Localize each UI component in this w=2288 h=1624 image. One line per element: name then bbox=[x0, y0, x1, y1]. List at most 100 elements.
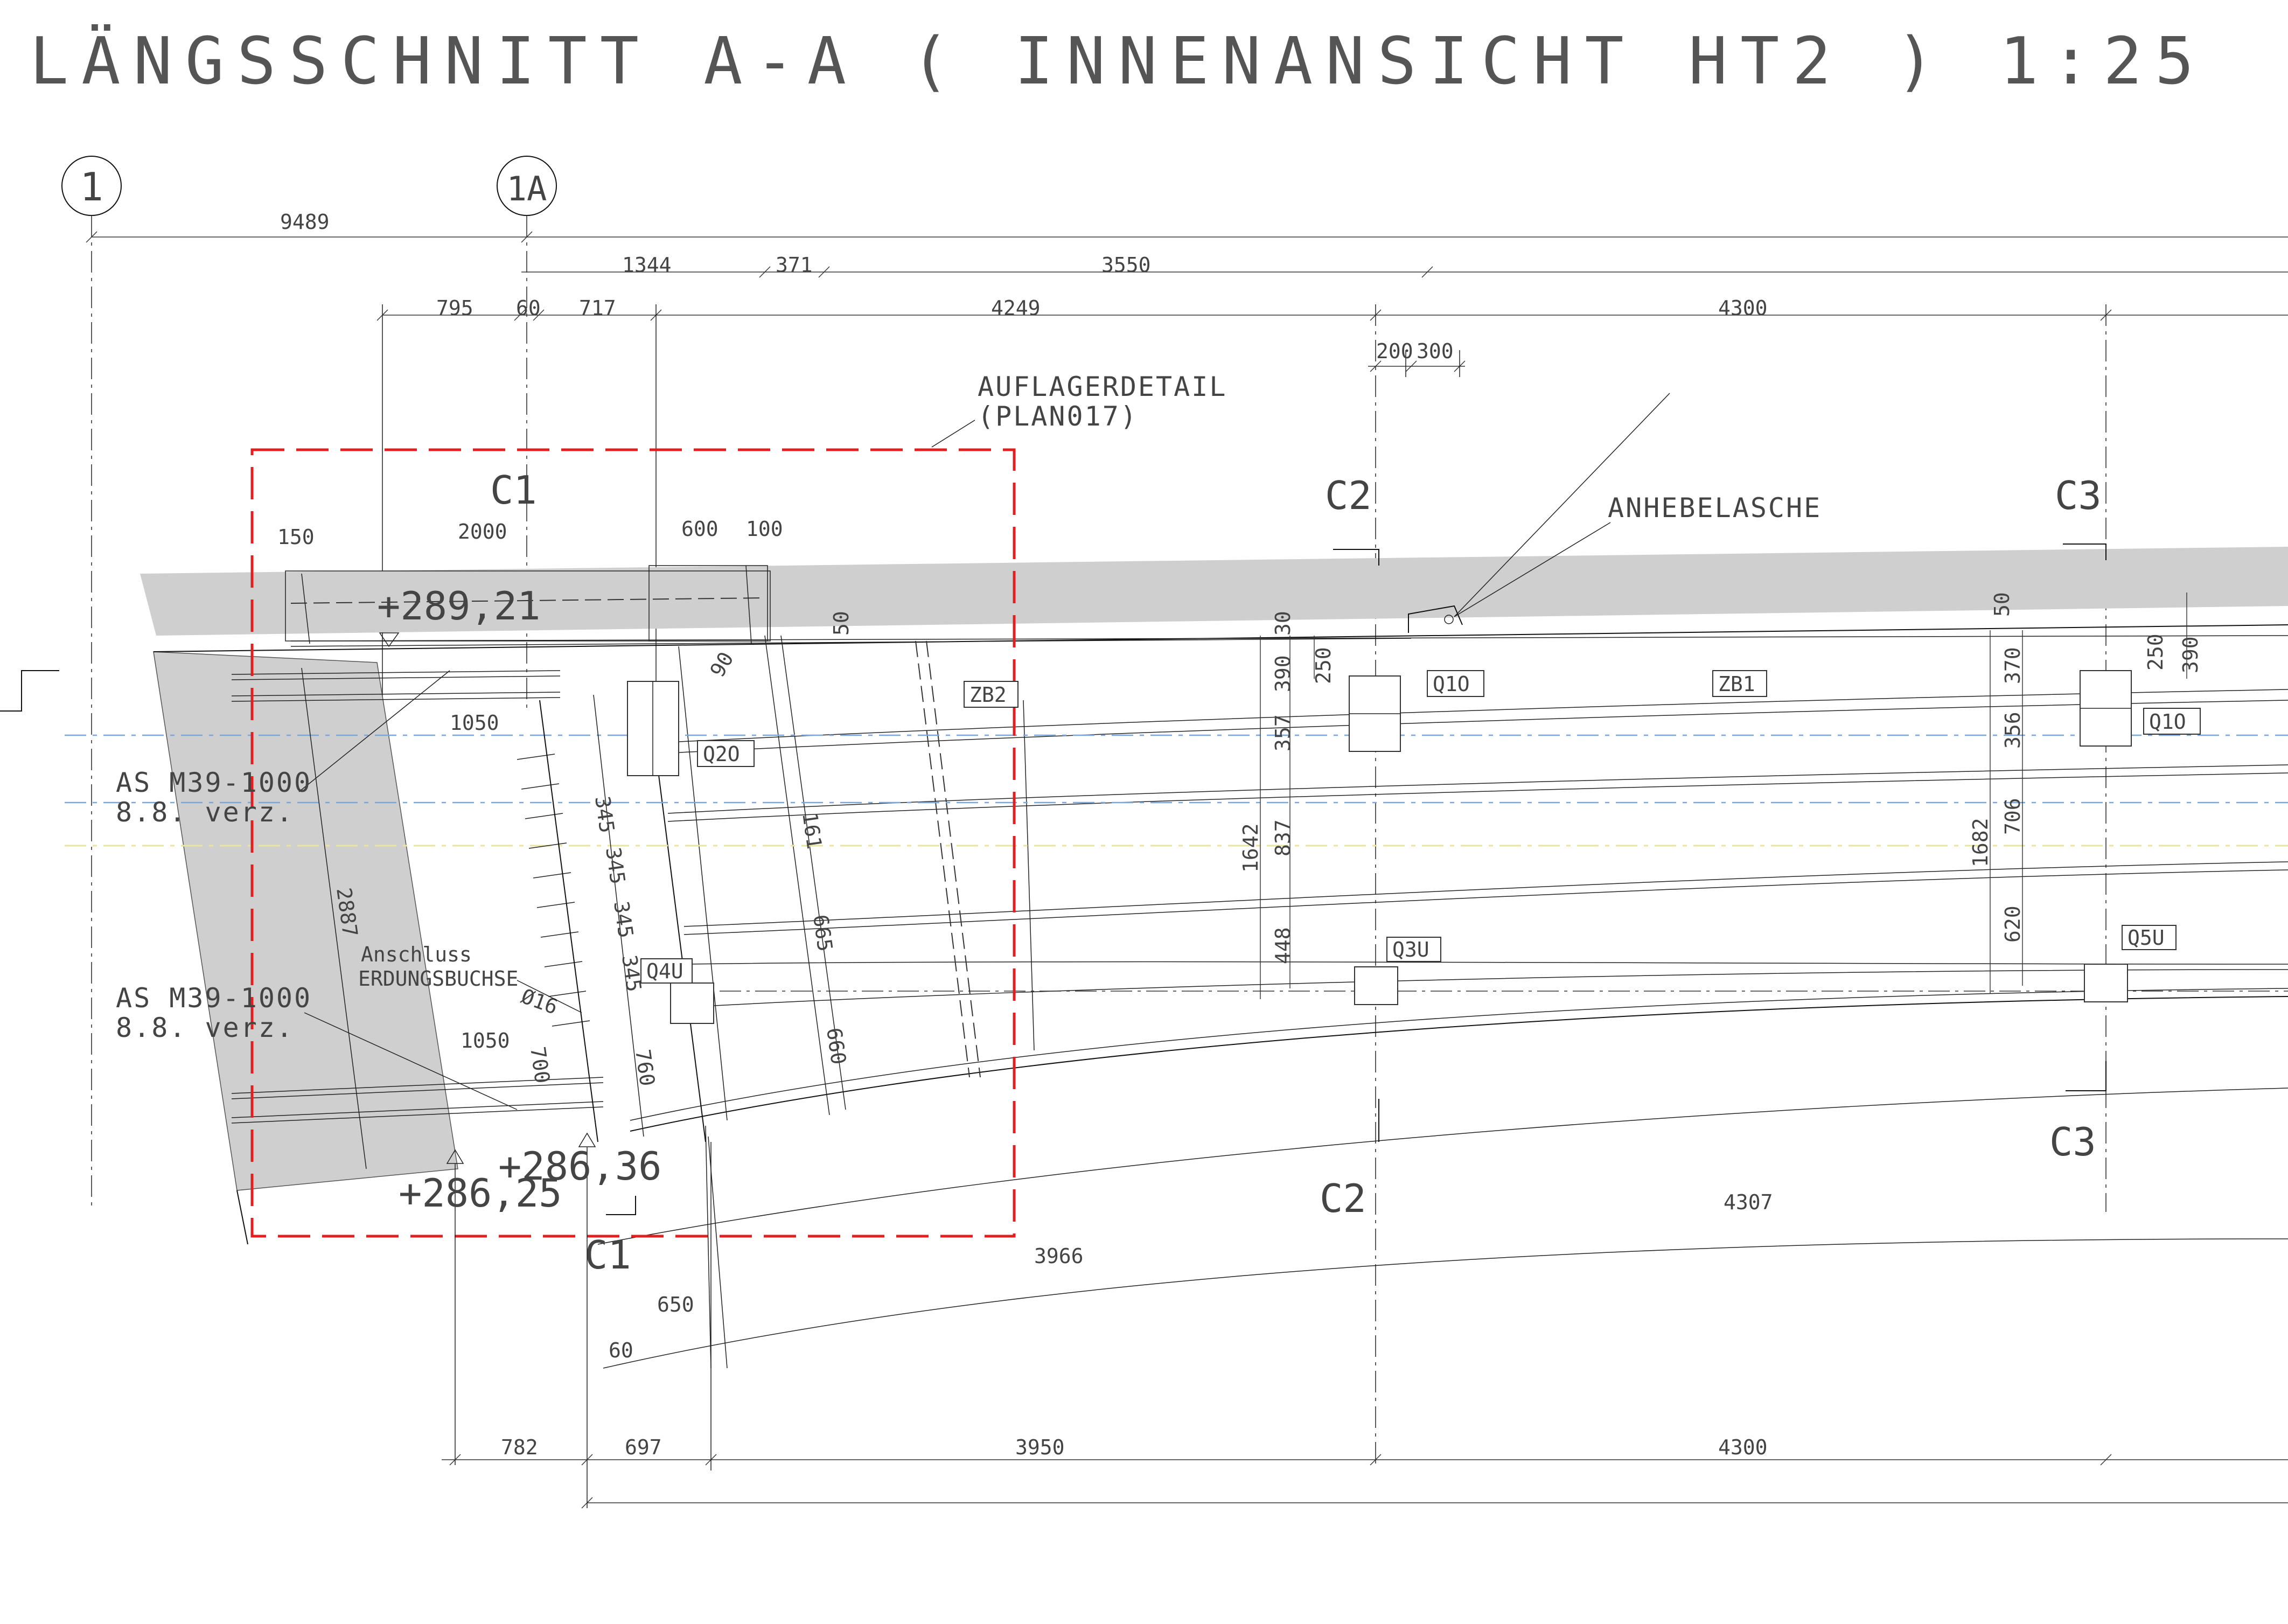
dim-4300-top: 4300 bbox=[1718, 296, 1768, 320]
grounding-label-line1: Anschluss bbox=[361, 943, 472, 966]
bearing-plate bbox=[285, 565, 771, 647]
svg-text:C2: C2 bbox=[1320, 1176, 1366, 1221]
dim-660: 660 bbox=[822, 1026, 850, 1066]
splice-plate-q4u bbox=[670, 982, 714, 1024]
plate-tag-q3u: Q3U bbox=[1386, 937, 1441, 962]
svg-text:Q1O: Q1O bbox=[1433, 672, 1470, 696]
dim-c2-357: 357 bbox=[1271, 714, 1295, 751]
anchor-rods bbox=[231, 667, 604, 1169]
dim-c2-30: 30 bbox=[1271, 611, 1295, 636]
dim-50-bearing: 50 bbox=[829, 611, 853, 636]
anchor-label-b-line1: AS M39-1000 bbox=[116, 982, 312, 1014]
dim-90: 90 bbox=[706, 648, 738, 681]
plate-tag-q4u: Q4U bbox=[640, 958, 693, 984]
elevation-top: +289,21 bbox=[377, 583, 540, 629]
dim-c3-620: 620 bbox=[2001, 905, 2025, 943]
svg-text:C1: C1 bbox=[490, 468, 537, 513]
plate-tag-zb1: ZB1 bbox=[1712, 670, 1767, 697]
dim-600: 600 bbox=[681, 517, 719, 541]
lifting-lug bbox=[1408, 605, 1463, 633]
dim-c3-1682: 1682 bbox=[1969, 818, 1992, 867]
plate-tag-q1o-c3: Q1O bbox=[2143, 708, 2201, 735]
svg-text:Q2O: Q2O bbox=[703, 742, 740, 766]
svg-text:Q3U: Q3U bbox=[1392, 938, 1429, 961]
abutment-wall bbox=[153, 651, 458, 1191]
dim-3966: 3966 bbox=[1034, 1244, 1084, 1268]
dim-d16: Ø16 bbox=[518, 984, 561, 1019]
dim-371: 371 bbox=[776, 253, 813, 277]
dim-c2-1642: 1642 bbox=[1239, 823, 1262, 873]
dim-1344: 1344 bbox=[622, 253, 672, 277]
plate-tag-q1o-c2: Q1O bbox=[1427, 670, 1484, 697]
grounding-label-line2: ERDUNGSBUCHSE bbox=[358, 967, 518, 991]
dim-300: 300 bbox=[1417, 339, 1454, 363]
dim-1050-bottom: 1050 bbox=[461, 1029, 510, 1053]
dim-c3-250: 250 bbox=[2144, 633, 2167, 671]
anchor-label-b-line2: 8.8. verz. bbox=[116, 1012, 294, 1043]
dim-3950: 3950 bbox=[1015, 1435, 1065, 1459]
section-mark-c1-bottom: C1 bbox=[584, 1196, 636, 1278]
drawing-title: LÄNGSSCHNITT A-A ( INNENANSICHT HT2 ) 1:… bbox=[30, 24, 2207, 99]
section-mark-c1-top: C1 bbox=[490, 468, 537, 513]
dim-c3-706: 706 bbox=[2001, 798, 2025, 835]
svg-text:Q1O: Q1O bbox=[2149, 710, 2186, 734]
dim-c3-50: 50 bbox=[1990, 592, 2014, 617]
splice-plate-q3u-c2 bbox=[1354, 966, 1398, 1005]
splice-plate-q1o-c3 bbox=[2080, 670, 2132, 747]
plate-tag-zb2: ZB2 bbox=[964, 681, 1019, 708]
dim-795: 795 bbox=[436, 296, 473, 320]
girder-outline bbox=[153, 624, 2288, 1369]
elevation-bottom-b: +286,25 bbox=[399, 1170, 562, 1216]
dim-4300-bottom: 4300 bbox=[1718, 1435, 1768, 1459]
web-dim-chain-c3 bbox=[1990, 593, 2187, 994]
svg-text:1: 1 bbox=[80, 164, 103, 210]
plate-tag-q2o: Q2O bbox=[697, 740, 755, 767]
dim-c3-390: 390 bbox=[2179, 636, 2202, 673]
svg-text:1A: 1A bbox=[507, 169, 547, 208]
dim-782: 782 bbox=[501, 1435, 538, 1459]
splice-plate-q1o-c2 bbox=[1349, 675, 1401, 752]
dim-665: 665 bbox=[808, 913, 837, 953]
dim-9489: 9489 bbox=[280, 210, 330, 234]
shear-studs bbox=[517, 694, 644, 1142]
dim-1050-top: 1050 bbox=[450, 711, 499, 735]
dim-345-1: 345 bbox=[590, 794, 619, 834]
svg-text:ZB1: ZB1 bbox=[1718, 672, 1755, 696]
svg-text:C2: C2 bbox=[1325, 473, 1372, 518]
lifting-lug-label: ANHEBELASCHE bbox=[1608, 492, 1822, 524]
svg-text:Q5U: Q5U bbox=[2127, 926, 2165, 950]
web-dim-chain-c2 bbox=[1260, 636, 1315, 999]
dim-700: 700 bbox=[526, 1045, 554, 1085]
dim-c2-448: 448 bbox=[1271, 927, 1295, 964]
section-mark-c2-bottom: C2 bbox=[1320, 1099, 1379, 1221]
dim-4249: 4249 bbox=[991, 296, 1041, 320]
dim-60-bottom: 60 bbox=[609, 1339, 633, 1362]
bottom-dimension-chains bbox=[442, 1142, 2288, 1509]
dim-650: 650 bbox=[657, 1293, 694, 1316]
axis-marker-1a: 1A bbox=[497, 156, 557, 216]
detail-note-line2: (PLAN017) bbox=[978, 401, 1138, 432]
dim-100: 100 bbox=[746, 517, 783, 541]
dim-4307: 4307 bbox=[1724, 1190, 1773, 1214]
dim-161: 161 bbox=[798, 811, 826, 851]
dim-c3-356: 356 bbox=[2001, 712, 2025, 749]
deck-slab bbox=[140, 547, 2288, 636]
dim-345-2: 345 bbox=[601, 846, 630, 886]
dim-c2-837: 837 bbox=[1271, 819, 1295, 856]
dim-717: 717 bbox=[579, 296, 616, 320]
dim-2000: 2000 bbox=[458, 520, 507, 543]
dim-60: 60 bbox=[516, 296, 541, 320]
dim-c2-250: 250 bbox=[1312, 647, 1335, 684]
anchor-label-a-line1: AS M39-1000 bbox=[116, 767, 312, 798]
section-edge-mark bbox=[0, 670, 59, 712]
anchor-label-a-line2: 8.8. verz. bbox=[116, 797, 294, 828]
detail-note-line1: AUFLAGERDETAIL bbox=[978, 371, 1227, 402]
dim-3550: 3550 bbox=[1101, 253, 1151, 277]
detail-frame bbox=[250, 448, 1016, 1238]
plate-tag-q5u: Q5U bbox=[2122, 925, 2177, 950]
splice-plate-q2o bbox=[627, 681, 679, 776]
svg-text:C1: C1 bbox=[584, 1232, 631, 1278]
dim-150: 150 bbox=[277, 525, 315, 549]
elevation-bottom-a: +286,36 bbox=[498, 1144, 661, 1189]
